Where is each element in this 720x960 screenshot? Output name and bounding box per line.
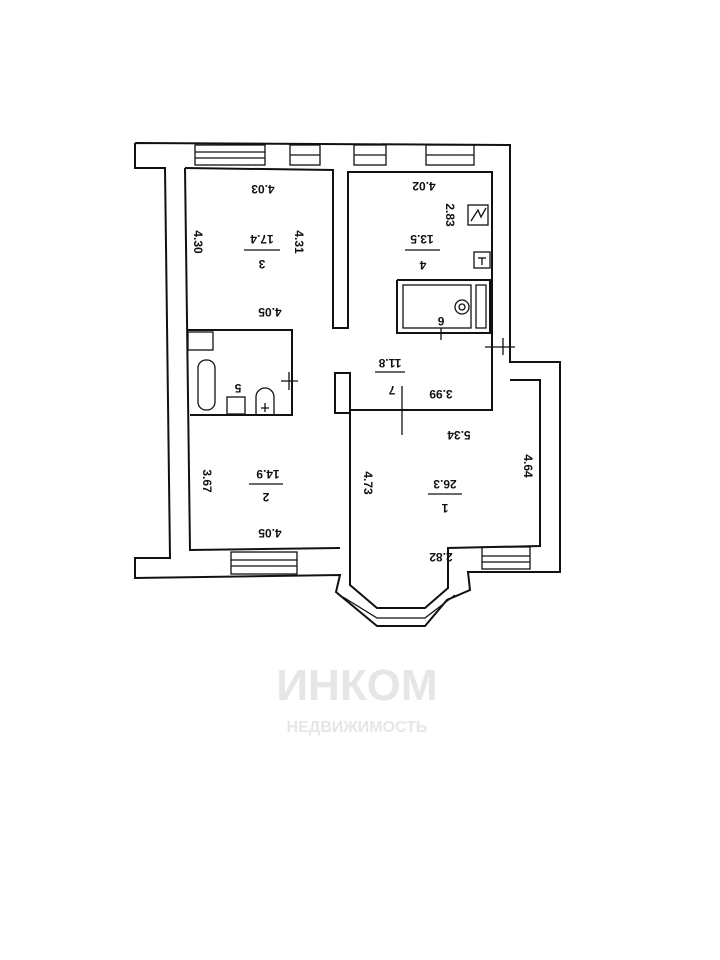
toilet-icon [454,299,470,315]
room-5-number: 5 [234,381,241,395]
area-label: 26.3 [433,477,457,491]
fixtures [187,204,515,495]
area-label: 17.4 [250,232,274,246]
walls [134,142,561,627]
watermark-brand: ИНКОМ [276,661,437,710]
area-label: 13.5 [410,232,434,246]
dimension-label: 2.83 [443,203,457,227]
area-label: 11.8 [378,356,401,370]
dimension-label: 3.99 [429,387,453,401]
dimension-label: 3.67 [200,469,214,493]
washbasin-icon [226,396,246,415]
sink-icon [473,251,491,269]
dimension-label: 5.34 [447,428,471,442]
room-6-number: 6 [437,314,444,328]
room-number: 4 [419,258,426,272]
watermark-subtitle: НЕДВИЖИМОСТЬ [287,719,428,736]
bidet-icon [255,387,275,414]
windows [194,144,531,619]
stove-icon [467,204,489,226]
room-number: 7 [388,383,395,397]
dimension-label: 4.64 [521,454,535,478]
dimension-label: 4.02 [412,179,436,193]
dimension-label: 4.30 [191,230,205,254]
dimension-label: 4.05 [258,526,282,540]
room-7: 11.8 7 3.99 [378,356,452,401]
dimension-label: 4.03 [251,182,275,196]
dimension-label: 2.82 [429,550,453,564]
room-number: 3 [258,257,265,271]
room-3: 4.03 17.4 3 4.30 4.31 4.05 [191,182,306,319]
room-1: 5.34 4.73 26.3 1 4.64 2.82 [361,428,535,564]
room-4: 4.02 2.83 13.5 4 [410,179,457,272]
room-2: 3.67 14.9 2 4.05 [200,467,282,540]
room-number: 1 [441,501,448,515]
bathtub-icon [197,359,216,411]
watermark: ИНКОМ НЕДВИЖИМОСТЬ [276,661,437,736]
dimension-label: 4.05 [258,305,282,319]
dimension-label: 4.73 [361,471,375,495]
area-label: 14.9 [256,467,280,481]
room-number: 2 [262,490,269,504]
dimension-label: 4.31 [292,230,306,254]
